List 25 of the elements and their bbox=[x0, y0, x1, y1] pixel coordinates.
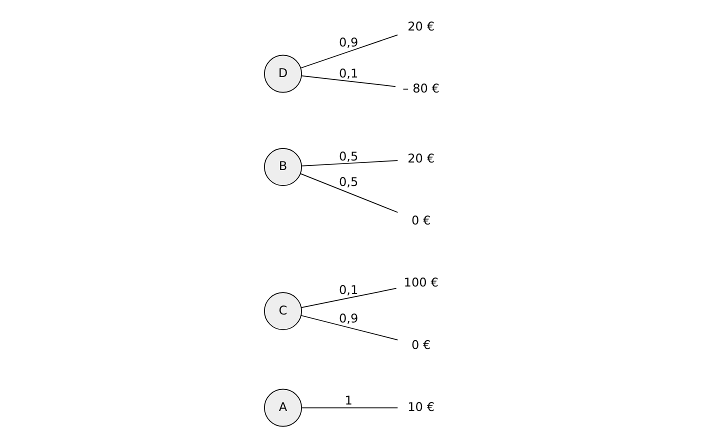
connector bbox=[300, 173, 398, 213]
connector bbox=[301, 160, 398, 166]
node-text: 0 € bbox=[411, 214, 431, 228]
node-text: 10 € bbox=[408, 400, 435, 414]
connector bbox=[301, 407, 398, 408]
connector bbox=[301, 75, 396, 87]
node-text: – 80 € bbox=[402, 82, 440, 96]
node-text: 20 € bbox=[408, 19, 435, 34]
node-circle: D bbox=[264, 54, 302, 93]
edge-label: 0,1 bbox=[338, 66, 358, 80]
edge-label: 0,9 bbox=[338, 35, 358, 50]
edge-label: 0,1 bbox=[338, 283, 358, 298]
node-circle: B bbox=[264, 148, 302, 186]
node-text: 0 € bbox=[411, 338, 431, 352]
node-text: 100 € bbox=[404, 276, 438, 290]
edge-label: 0,5 bbox=[338, 175, 358, 190]
edge-label: 1 bbox=[344, 394, 352, 408]
connector bbox=[300, 34, 398, 68]
node-circle: A bbox=[264, 388, 302, 427]
connector bbox=[300, 288, 397, 308]
edge-label: 0,5 bbox=[338, 149, 358, 164]
connector bbox=[300, 315, 398, 340]
edge-label: 0,9 bbox=[338, 312, 358, 326]
node-circle: C bbox=[264, 292, 302, 330]
node-text: 20 € bbox=[408, 151, 435, 166]
